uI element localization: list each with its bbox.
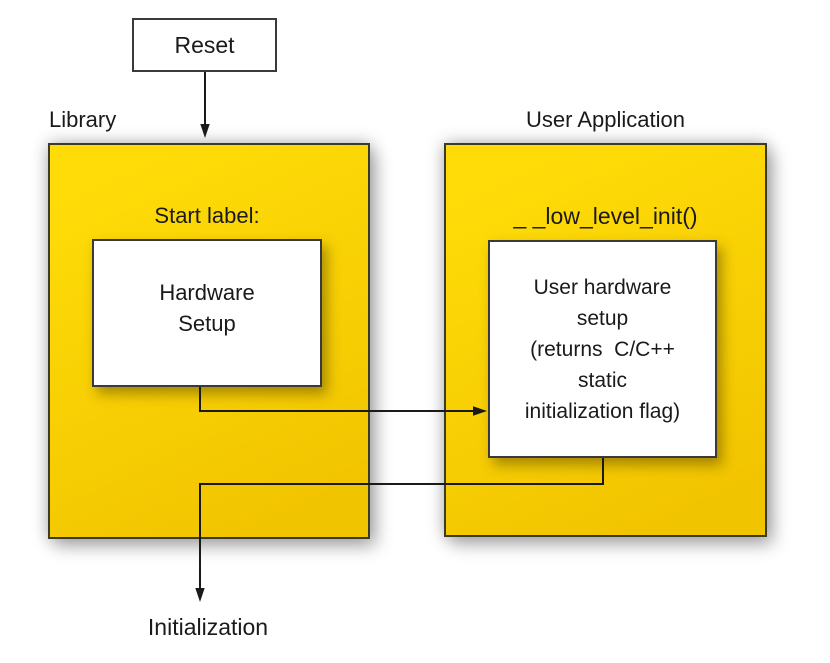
user-hardware-setup-line: (returns C/C++ bbox=[530, 337, 675, 361]
user-hardware-setup-line: setup bbox=[576, 306, 629, 330]
library-title: Library bbox=[49, 107, 117, 132]
reset-label: Reset bbox=[174, 31, 235, 58]
reset-box: Reset bbox=[132, 18, 277, 72]
user-hardware-setup-line: initialization flag) bbox=[524, 399, 681, 423]
hardware-setup-line: Setup bbox=[178, 311, 236, 336]
user-hardware-setup-box: User hardware setup (returns C/C++ stati… bbox=[488, 240, 717, 458]
arrow-reset-to-library bbox=[200, 72, 210, 138]
hardware-setup-line: Hardware bbox=[159, 280, 255, 305]
hardware-setup-box: Hardware Setup bbox=[92, 239, 322, 387]
start-label: Start label: bbox=[154, 203, 260, 228]
low-level-init-label: _ _low_level_init() bbox=[513, 203, 698, 229]
user-hardware-setup-line: static bbox=[577, 368, 627, 392]
initialization-label: Initialization bbox=[147, 614, 269, 640]
user-application-title: User Application bbox=[526, 107, 685, 132]
user-hardware-setup-line: User hardware bbox=[533, 275, 672, 299]
